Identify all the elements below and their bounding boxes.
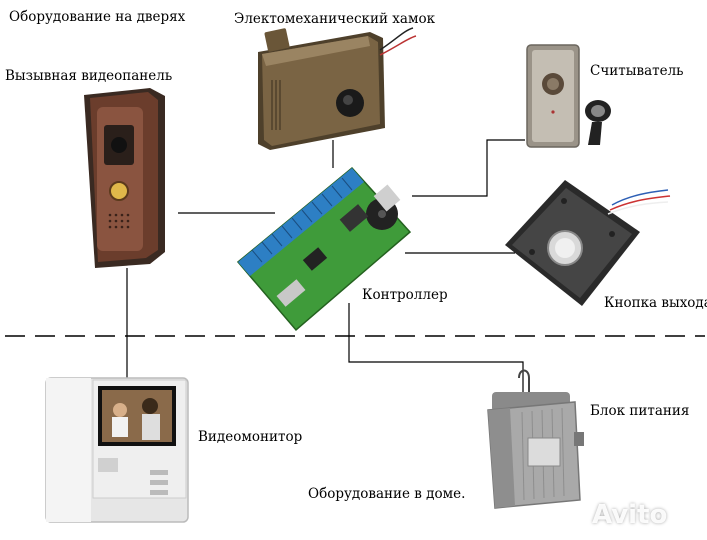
video-monitor-image bbox=[45, 377, 189, 523]
connection-lines bbox=[126, 139, 525, 392]
door-equipment-label: Оборудование на дверях bbox=[9, 9, 186, 25]
lock-label: Электомеханический хамок bbox=[234, 11, 436, 27]
electromechanical-lock-image bbox=[258, 27, 417, 150]
line-reader-controller bbox=[412, 139, 525, 197]
controller-label: Контроллер bbox=[362, 287, 448, 303]
power-supply-label: Блок питания bbox=[590, 403, 690, 419]
call-panel-label: Вызывная видеопанель bbox=[5, 68, 173, 84]
reader-image bbox=[526, 44, 611, 148]
line-psu-controller bbox=[348, 303, 524, 392]
controller-board-image bbox=[236, 166, 412, 332]
call-video-panel-image bbox=[84, 88, 165, 268]
exit-button-image bbox=[505, 180, 671, 306]
monitor-label: Видеомонитор bbox=[198, 429, 303, 445]
exit-button-label: Кнопка выхода bbox=[604, 295, 707, 311]
reader-label: Считыватель bbox=[590, 63, 684, 79]
avito-watermark: Avito bbox=[592, 500, 668, 530]
home-equipment-label: Оборудование в доме. bbox=[308, 486, 466, 502]
power-supply-image bbox=[487, 369, 584, 509]
